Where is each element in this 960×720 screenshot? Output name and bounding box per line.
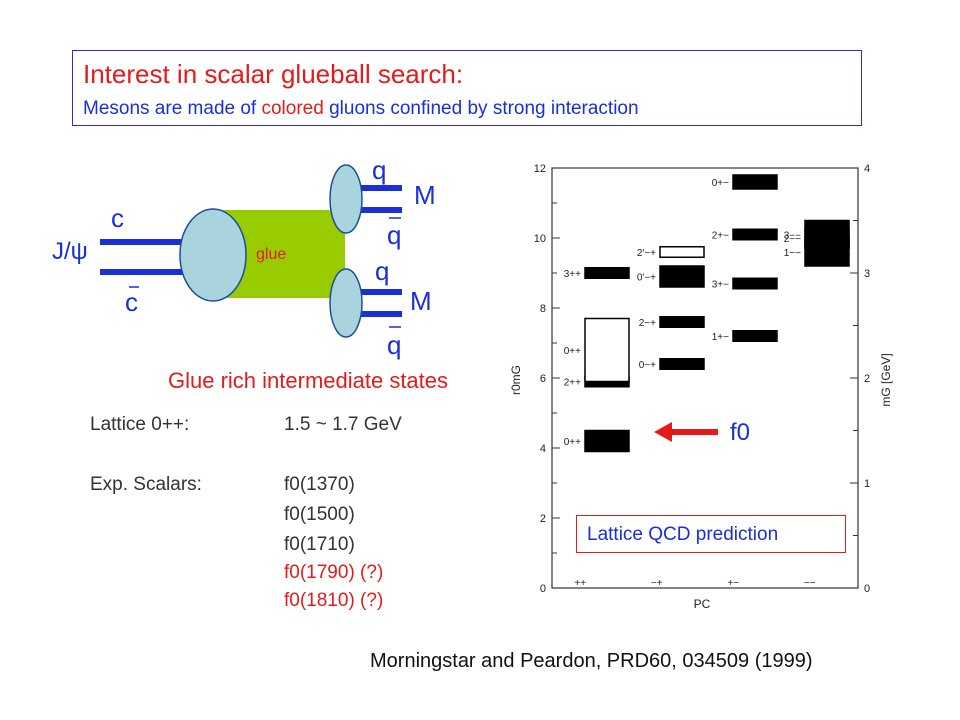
level-label: 3+− bbox=[712, 280, 729, 291]
level-label: 2++ bbox=[564, 378, 581, 389]
level-label: 0'−+ bbox=[637, 273, 656, 284]
level-bar bbox=[732, 277, 778, 290]
meson-label-bottom: M bbox=[410, 286, 432, 316]
subtitle-pre: Mesons are made of bbox=[83, 98, 262, 119]
level-label: 3++ bbox=[564, 269, 581, 280]
left-tick-label: 6 bbox=[540, 373, 546, 385]
level-label: 0++ bbox=[564, 346, 581, 357]
diagram-caption: Glue rich intermediate states bbox=[168, 368, 449, 393]
right-tick-label: 3 bbox=[864, 268, 870, 280]
lattice-value: 1.5 ~ 1.7 GeV bbox=[284, 414, 402, 435]
q-label-bottom: q bbox=[375, 256, 390, 286]
scalars-label: Exp. Scalars: bbox=[90, 474, 202, 495]
f0-arrow-icon bbox=[654, 422, 672, 442]
y-axis-left-label: r0mG bbox=[509, 365, 523, 395]
level-bar bbox=[732, 174, 778, 190]
meson-oval-bottom bbox=[329, 268, 363, 338]
meson-oval-top bbox=[329, 164, 363, 234]
level-label: 0−+ bbox=[639, 360, 656, 371]
level-label: 0++ bbox=[564, 437, 581, 448]
cbar-label: c bbox=[125, 287, 138, 317]
q-label-top: q bbox=[372, 155, 387, 185]
level-bar bbox=[732, 228, 778, 241]
level-bar bbox=[584, 267, 630, 279]
meson-label-top: M bbox=[414, 180, 436, 210]
left-tick-label: 10 bbox=[534, 233, 546, 245]
x-axis-label: PC bbox=[694, 597, 711, 611]
left-tick-label: 8 bbox=[540, 303, 546, 315]
column-label: ++ bbox=[574, 578, 586, 589]
left-tick-label: 2 bbox=[540, 513, 546, 525]
lattice-qcd-label: Lattice QCD prediction bbox=[587, 524, 779, 545]
scalar-item-uncertain: f0(1790) (?) bbox=[284, 562, 384, 583]
chart-levels: 0++ 2++ 0++ 3++ 0−+ 2−+ 0'−+ 2'−+ 1+− 3+− 2+− 0+− 1−… bbox=[564, 174, 850, 453]
left-tick-label: 12 bbox=[534, 163, 546, 175]
c-label: c bbox=[111, 203, 124, 233]
right-tick-label: 4 bbox=[864, 163, 870, 175]
jpsi-label: J/ψ bbox=[52, 238, 88, 265]
level-bar bbox=[584, 317, 630, 383]
right-tick-label: 1 bbox=[864, 478, 870, 490]
column-label: −+ bbox=[651, 578, 663, 589]
scalar-item: f0(1370) bbox=[284, 474, 355, 495]
y-axis-right-label: mG [GeV] bbox=[879, 353, 893, 406]
scalar-item: f0(1710) bbox=[284, 534, 355, 555]
level-bar bbox=[804, 219, 850, 250]
jpsi-oval bbox=[179, 208, 247, 302]
level-label: 2−+ bbox=[639, 318, 656, 329]
level-label: 1+− bbox=[712, 332, 729, 343]
level-label: 2+− bbox=[712, 231, 729, 242]
level-label: 0+− bbox=[712, 178, 729, 189]
f0-label: f0 bbox=[730, 419, 751, 446]
title-box: Interest in scalar glueball search: Meso… bbox=[72, 50, 862, 126]
page-title: Interest in scalar glueball search: bbox=[83, 59, 464, 89]
column-label: −− bbox=[804, 578, 816, 589]
subtitle-post: gluons confined by strong interaction bbox=[323, 98, 639, 119]
level-label: 3−− bbox=[784, 231, 801, 242]
level-bar bbox=[659, 316, 705, 328]
level-label: 2−− bbox=[784, 234, 801, 245]
scalar-item-uncertain: f0(1810) (?) bbox=[284, 590, 384, 611]
scalar-item: f0(1500) bbox=[284, 504, 355, 525]
left-tick-label: 4 bbox=[540, 443, 546, 455]
glue-label: glue bbox=[256, 246, 287, 263]
level-label: 1−− bbox=[784, 248, 801, 259]
lattice-qcd-box: Lattice QCD prediction bbox=[576, 515, 846, 553]
qbar-label-bottom: q bbox=[387, 330, 402, 360]
citation: Morningstar and Peardon, PRD60, 034509 (… bbox=[370, 650, 813, 672]
subtitle-colored: colored bbox=[261, 98, 324, 119]
right-tick-label: 0 bbox=[864, 583, 870, 595]
level-bar bbox=[584, 429, 630, 453]
level-bar bbox=[659, 265, 705, 288]
level-bar bbox=[659, 246, 705, 258]
page-subtitle: Mesons are made of colored gluons confin… bbox=[83, 98, 639, 120]
column-label: +− bbox=[727, 578, 739, 589]
level-bar bbox=[659, 358, 705, 370]
right-tick-label: 2 bbox=[864, 373, 870, 385]
left-tick-label: 0 bbox=[540, 583, 546, 595]
level-label: 2'−+ bbox=[637, 248, 656, 259]
qbar-label-top: q bbox=[387, 220, 402, 250]
level-bar bbox=[732, 330, 778, 342]
lattice-label: Lattice 0++: bbox=[90, 414, 190, 435]
